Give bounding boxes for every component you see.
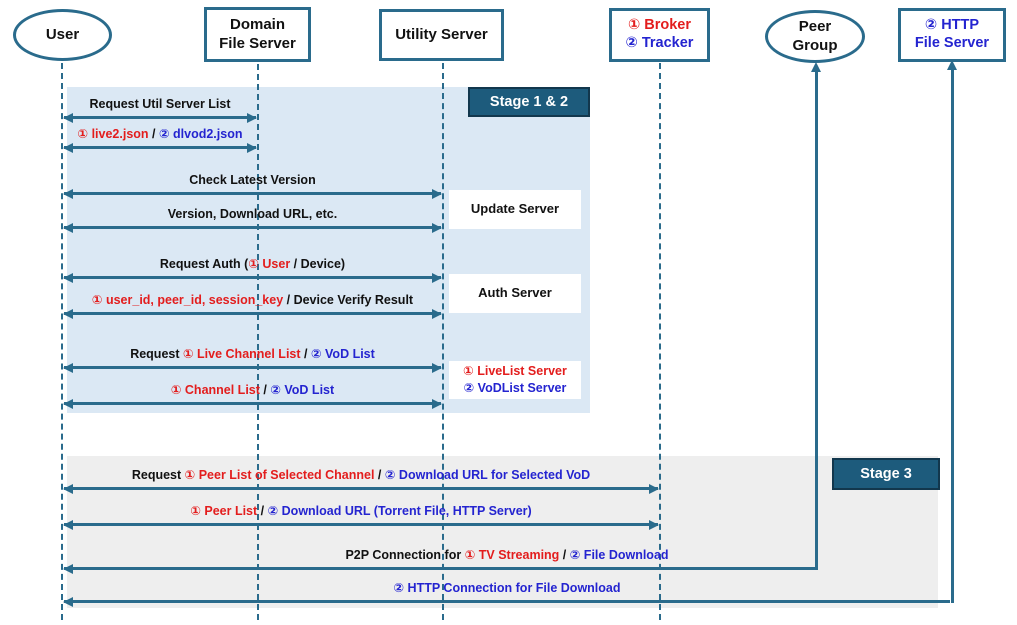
message-label: ① live2.json / ② dlvod2.json [77, 127, 243, 141]
message-label: Request ① Peer List of Selected Channel … [131, 468, 591, 482]
double-arrow [63, 189, 442, 198]
lifeline-utility-server [442, 63, 444, 620]
double-arrow [63, 113, 257, 122]
stage12-label: Stage 1 & 2 [468, 87, 590, 117]
double-arrow [63, 143, 257, 152]
http-file-server-connector-line [951, 69, 954, 603]
peer-group-connector-line [815, 71, 818, 570]
left-arrow [63, 597, 950, 606]
double-arrow [63, 520, 659, 529]
message-label: ② HTTP Connection for File Download [393, 581, 621, 595]
actor-utility-server: Utility Server [379, 9, 504, 61]
message-label: Version, Download URL, etc. [167, 207, 338, 221]
actor-user: User [13, 9, 112, 61]
lifeline-broker-tracker [659, 63, 661, 620]
auth-server-box: Auth Server [449, 274, 581, 313]
stage3-label: Stage 3 [832, 458, 940, 490]
update-server-box: Update Server [449, 190, 581, 229]
stage12-region [67, 87, 590, 413]
lifeline-domain-file-server [257, 64, 259, 620]
double-arrow [63, 309, 442, 318]
up-arrowhead-peer-group-icon [811, 62, 821, 72]
message-label: Request Util Server List [89, 97, 231, 111]
stage3-region [67, 456, 938, 608]
lifeline-user [61, 63, 63, 620]
message-label: P2P Connection for ① TV Streaming / ② Fi… [345, 548, 669, 562]
message-label: ① Peer List / ② Download URL (Torrent Fi… [190, 504, 532, 518]
message-label: Request Auth (① User / Device) [159, 257, 346, 271]
message-label: Request ① Live Channel List / ② VoD List [130, 347, 375, 361]
message-label: ① user_id, peer_id, session_key / Device… [91, 293, 414, 307]
up-arrowhead-http-file-server-icon [947, 60, 957, 70]
double-arrow [63, 223, 442, 232]
double-arrow [63, 399, 442, 408]
double-arrow [63, 484, 659, 493]
double-arrow [63, 273, 442, 282]
left-arrow [63, 564, 817, 573]
message-label: ① Channel List / ② VoD List [170, 383, 335, 397]
double-arrow [63, 363, 442, 372]
message-label: Check Latest Version [189, 173, 316, 187]
